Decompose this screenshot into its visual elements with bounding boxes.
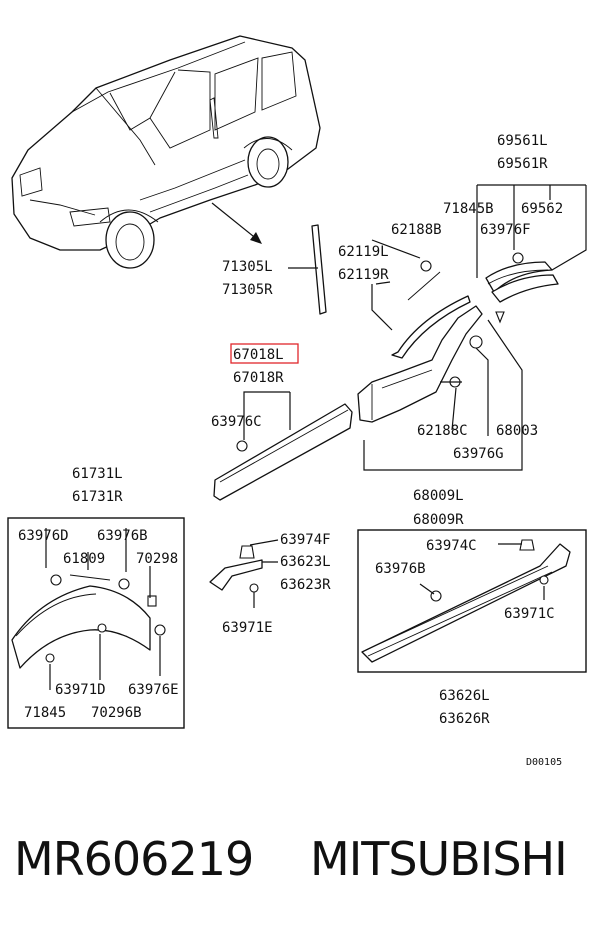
part-number: MR606219 <box>14 832 254 886</box>
label-63974f: 63974F <box>280 532 331 548</box>
label-71305l: 71305L <box>222 259 273 275</box>
label-63976d: 63976D <box>18 528 69 544</box>
box-side-sill <box>357 529 587 673</box>
door-molding-67018 <box>213 391 353 501</box>
label-d00105: D00105 <box>526 757 562 768</box>
parts-diagram: 69561L 69561R 71845B 69562 63976F 62188B… <box>7 35 587 768</box>
highlight-box-67018l <box>230 343 299 364</box>
label-69561l: 69561L <box>497 133 548 149</box>
label-63623r: 63623R <box>280 577 331 593</box>
label-61731r: 61731R <box>72 489 123 505</box>
vehicle-illustration <box>11 35 321 269</box>
label-63971c: 63971C <box>504 606 555 622</box>
label-63976f: 63976F <box>480 222 531 238</box>
window-molding-62119 <box>371 260 471 359</box>
label-68009r: 68009R <box>413 512 464 528</box>
side-sill-63626 <box>361 539 571 663</box>
label-63626r: 63626R <box>439 711 490 727</box>
label-63976b-left: 63976B <box>97 528 148 544</box>
label-63971e: 63971E <box>222 620 273 636</box>
label-69562: 69562 <box>521 201 563 217</box>
label-68003: 68003 <box>496 423 538 439</box>
label-63626l: 63626L <box>439 688 490 704</box>
label-62188b: 62188B <box>391 222 442 238</box>
label-63974c: 63974C <box>426 538 477 554</box>
fender-molding-68003 <box>357 305 523 471</box>
label-70298: 70298 <box>136 551 178 567</box>
label-63976e: 63976E <box>128 682 179 698</box>
wheel-arch-trim-69561 <box>476 184 587 324</box>
pillar-garnish-71305 <box>311 224 327 315</box>
label-71305r: 71305R <box>222 282 273 298</box>
label-69561r: 69561R <box>497 156 548 172</box>
label-70296b: 70296B <box>91 705 142 721</box>
label-63976g: 63976G <box>453 446 504 462</box>
label-62188c: 62188C <box>417 423 468 439</box>
box-fender-flare <box>7 517 185 729</box>
label-63976b-right: 63976B <box>375 561 426 577</box>
label-71845: 71845 <box>24 705 66 721</box>
callout-labels: 69561L 69561R 71845B 69562 63976F 62188B… <box>18 133 563 768</box>
brand-name: MITSUBISHI <box>310 832 568 886</box>
footer: MR606219 MITSUBISHI <box>0 832 600 902</box>
fender-flare-61731 <box>11 528 166 690</box>
label-62119l: 62119L <box>338 244 389 260</box>
label-61809: 61809 <box>63 551 105 567</box>
label-63971d: 63971D <box>55 682 106 698</box>
label-62119r: 62119R <box>338 267 389 283</box>
label-67018l: 67018L <box>233 347 284 363</box>
label-63976c: 63976C <box>211 414 262 430</box>
label-63623l: 63623L <box>280 554 331 570</box>
label-67018r: 67018R <box>233 370 284 386</box>
label-71845b: 71845B <box>443 201 494 217</box>
label-68009l: 68009L <box>413 488 464 504</box>
label-61731l: 61731L <box>72 466 123 482</box>
pointer-arrow <box>211 202 259 241</box>
bracket-63623 <box>209 539 279 608</box>
